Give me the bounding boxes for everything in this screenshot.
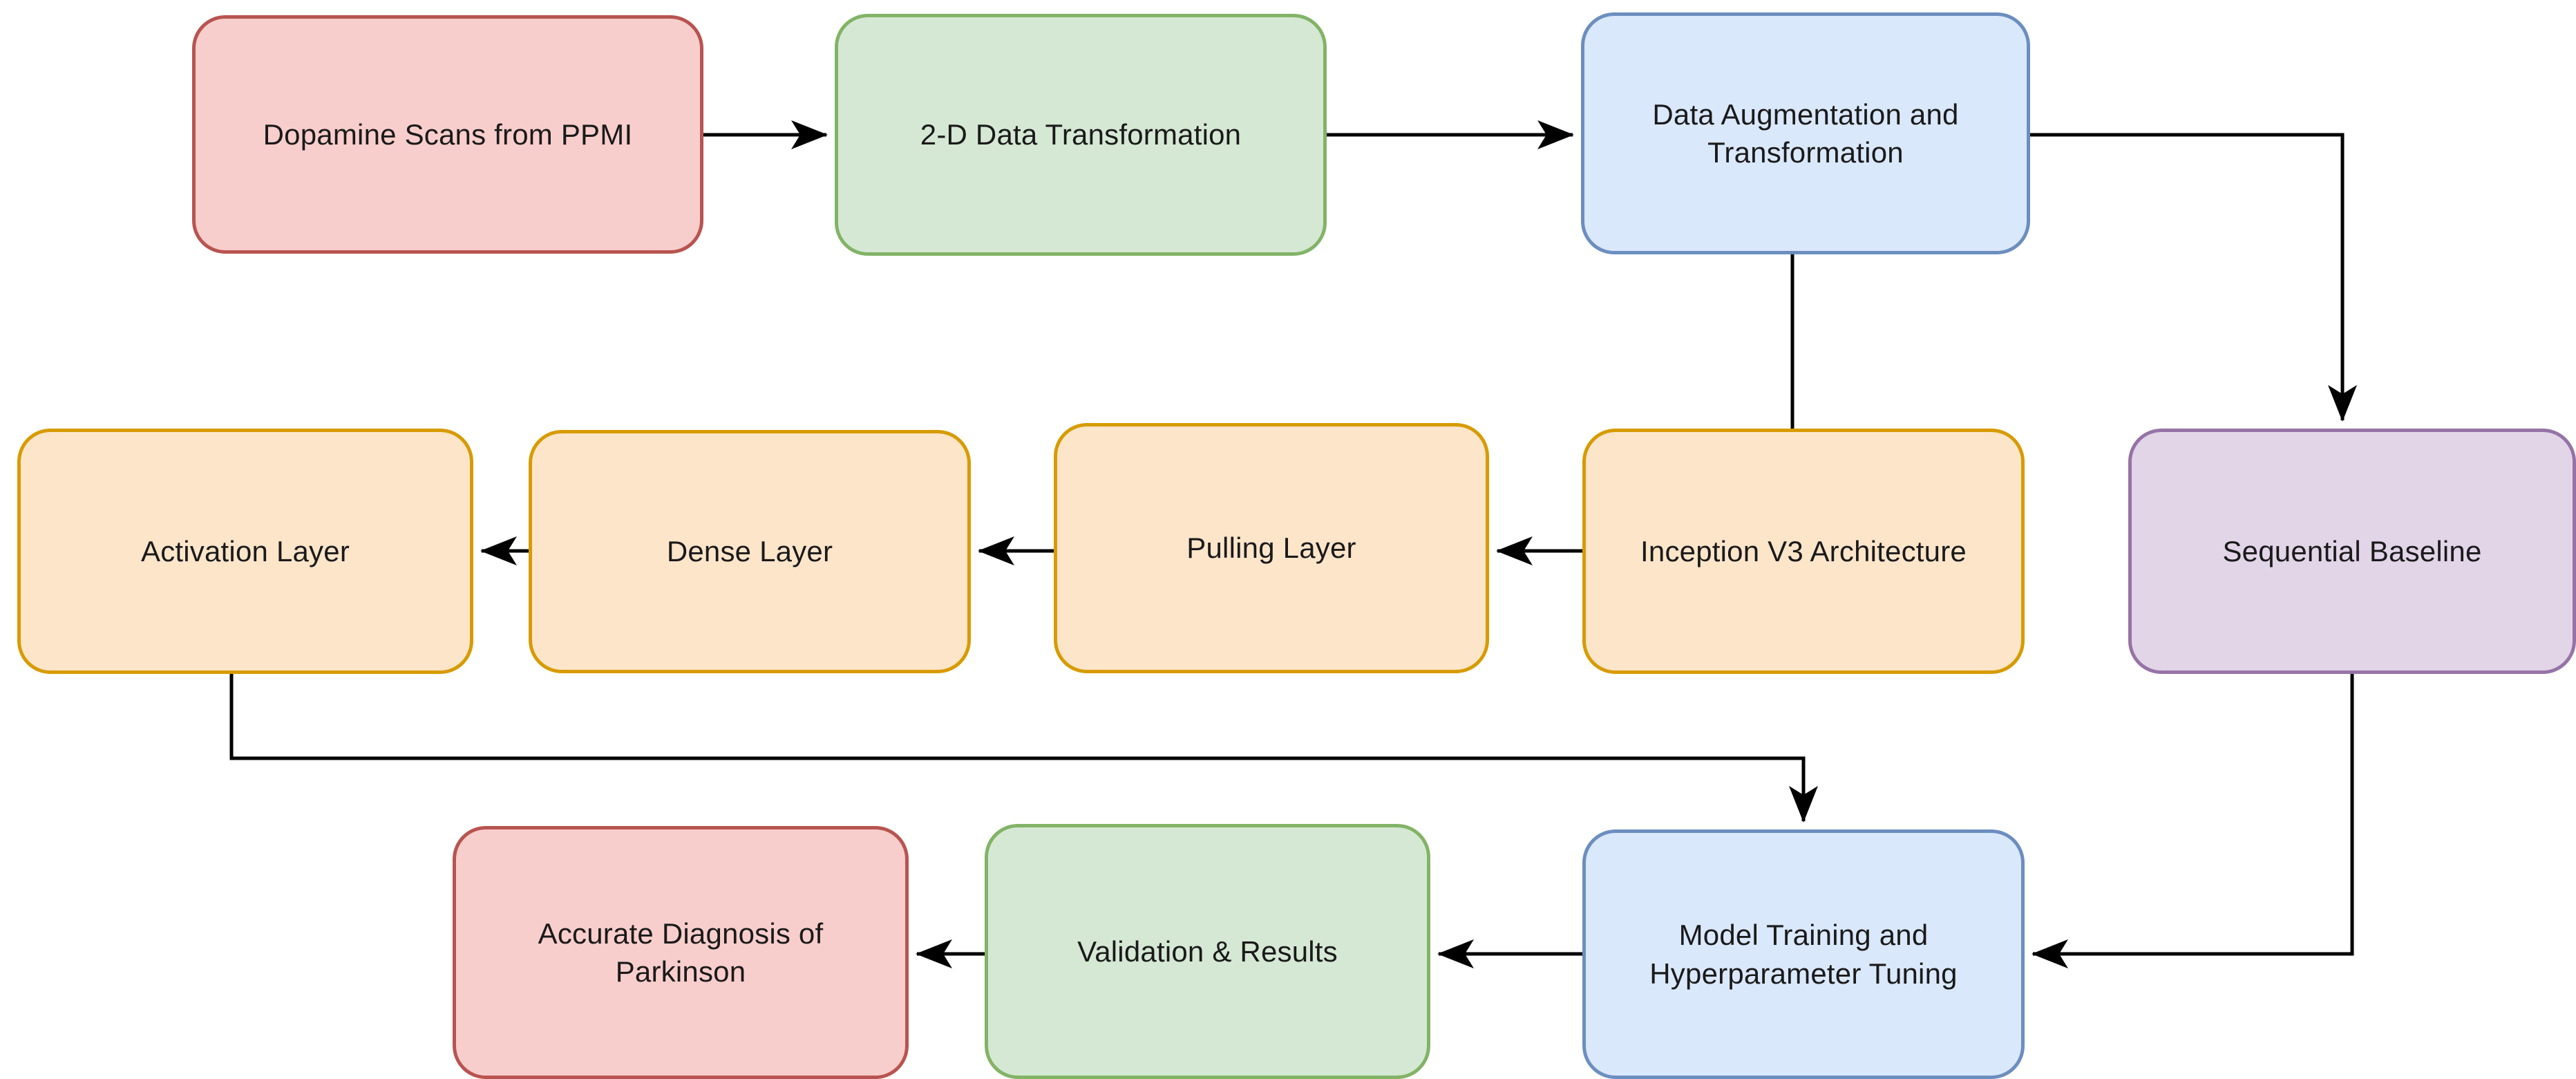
node-dopamine_scans[interactable]: Dopamine Scans from PPMI [192, 15, 703, 254]
node-label-data_transform: 2-D Data Transformation [920, 118, 1242, 151]
node-label-model_training: Model Training and Hyperparameter Tuning [1649, 919, 1958, 990]
node-diagnosis[interactable]: Accurate Diagnosis of Parkinson [453, 826, 909, 1079]
node-data_aug[interactable]: Data Augmentation and Transformation [1581, 12, 2030, 254]
node-dense_layer[interactable]: Dense Layer [529, 430, 971, 673]
node-inception_v3[interactable]: Inception V3 Architecture [1582, 429, 2025, 674]
node-pulling_layer[interactable]: Pulling Layer [1054, 423, 1489, 673]
node-activation_layer[interactable]: Activation Layer [17, 429, 473, 674]
edge-activation_layer-to-model_training [229, 674, 1818, 823]
node-data_transform[interactable]: 2-D Data Transformation [835, 14, 1327, 256]
node-label-seq_baseline: Sequential Baseline [2222, 534, 2482, 567]
node-label-dense_layer: Dense Layer [666, 535, 833, 568]
node-validation[interactable]: Validation & Results [985, 824, 1430, 1079]
node-label-activation_layer: Activation Layer [140, 534, 350, 567]
node-label-validation: Validation & Results [1077, 935, 1338, 968]
node-seq_baseline[interactable]: Sequential Baseline [2128, 429, 2576, 674]
edge-seq_baseline-to-model_training [2031, 674, 2354, 968]
node-label-pulling_layer: Pulling Layer [1186, 532, 1356, 565]
node-label-diagnosis: Accurate Diagnosis of Parkinson [538, 917, 824, 988]
node-label-dopamine_scans: Dopamine Scans from PPMI [263, 118, 633, 151]
node-label-data_aug: Data Augmentation and Transformation [1652, 97, 1959, 169]
node-label-inception_v3: Inception V3 Architecture [1640, 534, 1967, 567]
node-model_training[interactable]: Model Training and Hyperparameter Tuning [1582, 829, 2025, 1079]
edge-data_aug-to-seq_baseline [2030, 133, 2357, 422]
